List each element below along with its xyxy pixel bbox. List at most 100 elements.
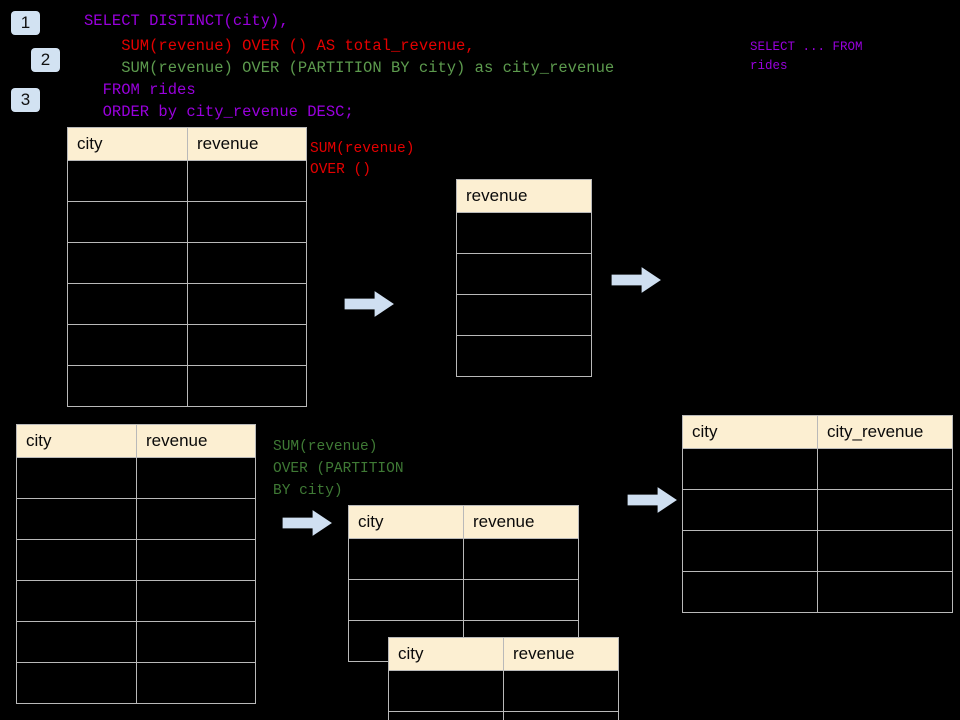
sql-line-from: FROM rides: [84, 81, 196, 99]
cell-city: [67, 324, 188, 366]
column-header-revenue: revenue: [463, 505, 579, 539]
annotation-partition-window: SUM(revenue) OVER (PARTITION BY city): [273, 439, 404, 499]
table-row: [348, 538, 579, 580]
column-header-city: city: [67, 127, 188, 161]
cell-revenue: [187, 365, 307, 407]
cell-revenue: [136, 580, 256, 622]
cell-revenue: [187, 324, 307, 366]
column-header-city: city: [682, 415, 818, 449]
table-row: [456, 335, 592, 377]
cell-revenue: [456, 335, 592, 377]
cell-revenue: [136, 457, 256, 499]
table-row: [456, 212, 592, 254]
cell-revenue: [503, 711, 619, 720]
cell-city: [16, 457, 137, 499]
cell-revenue: [463, 579, 579, 621]
table-row: [16, 580, 256, 622]
cell-city: [348, 538, 464, 580]
cell-revenue: [136, 621, 256, 663]
table-row: [388, 670, 619, 712]
cell-revenue: [187, 201, 307, 243]
column-header-revenue: revenue: [136, 424, 256, 458]
cell-city: [682, 489, 818, 531]
cell-city-revenue: [817, 448, 953, 490]
cell-revenue: [456, 294, 592, 336]
column-header-revenue: revenue: [503, 637, 619, 671]
table-row: [388, 711, 619, 720]
column-header-city-revenue: city_revenue: [817, 415, 953, 449]
table-header-row: revenue: [456, 179, 592, 213]
table-header-row: city revenue: [16, 424, 256, 458]
column-header-city: city: [16, 424, 137, 458]
sql-line-select: SELECT DISTINCT(city),: [84, 12, 289, 30]
side-note-select-from-rides: SELECT ... FROM rides: [750, 40, 863, 73]
cell-city: [67, 242, 188, 284]
cell-city-revenue: [817, 571, 953, 613]
cell-revenue: [136, 498, 256, 540]
column-header-city: city: [348, 505, 464, 539]
cell-revenue: [187, 242, 307, 284]
cell-city: [16, 621, 137, 663]
cell-city: [348, 579, 464, 621]
table-row: [16, 457, 256, 499]
arrow-total-to-result: [611, 265, 663, 295]
total-revenue-table: revenue: [456, 179, 592, 377]
arrow-source-to-partition: [282, 508, 334, 538]
table-row: [67, 283, 307, 325]
table-row: [16, 662, 256, 704]
column-header-revenue: revenue: [187, 127, 307, 161]
cell-revenue: [503, 670, 619, 712]
cell-city: [16, 498, 137, 540]
cell-revenue: [463, 538, 579, 580]
cell-revenue: [136, 539, 256, 581]
sql-line-order-by: ORDER by city_revenue DESC;: [84, 103, 354, 121]
cell-revenue: [456, 212, 592, 254]
city-revenue-result-table: city city_revenue: [682, 415, 953, 613]
column-header-city: city: [388, 637, 504, 671]
rides-source-table: city revenue: [67, 127, 307, 407]
rides-source-table-bottom: city revenue: [16, 424, 256, 704]
column-header-revenue: revenue: [456, 179, 592, 213]
sql-line-city-revenue: SUM(revenue) OVER (PARTITION BY city) as…: [84, 59, 615, 77]
table-row: [682, 448, 953, 490]
step-badge-1: 1: [11, 11, 40, 35]
cell-city-revenue: [817, 489, 953, 531]
cell-city: [682, 448, 818, 490]
table-row: [348, 579, 579, 621]
cell-city: [67, 365, 188, 407]
annotation-total-window: SUM(revenue) OVER (): [310, 141, 415, 178]
cell-city: [388, 711, 504, 720]
cell-city: [682, 571, 818, 613]
cell-city: [388, 670, 504, 712]
table-row: [16, 498, 256, 540]
cell-revenue: [136, 662, 256, 704]
table-row: [16, 539, 256, 581]
step-badge-2: 2: [31, 48, 60, 72]
cell-city: [67, 283, 188, 325]
table-header-row: city revenue: [388, 637, 619, 671]
cell-revenue: [187, 283, 307, 325]
arrow-source-to-total: [344, 289, 396, 319]
cell-city: [67, 160, 188, 202]
cell-city-revenue: [817, 530, 953, 572]
cell-city: [67, 201, 188, 243]
table-header-row: city city_revenue: [682, 415, 953, 449]
table-row: [456, 253, 592, 295]
sql-line-total-revenue: SUM(revenue) OVER () AS total_revenue,: [84, 37, 475, 55]
table-row: [67, 160, 307, 202]
partition-table-front: city revenue: [388, 637, 619, 720]
table-header-row: city revenue: [67, 127, 307, 161]
step-badge-3: 3: [11, 88, 40, 112]
table-row: [456, 294, 592, 336]
table-row: [682, 489, 953, 531]
table-row: [16, 621, 256, 663]
table-row: [67, 201, 307, 243]
table-row: [682, 571, 953, 613]
cell-city: [16, 580, 137, 622]
arrow-partition-to-result: [627, 485, 679, 515]
cell-revenue: [187, 160, 307, 202]
table-row: [67, 242, 307, 284]
table-row: [682, 530, 953, 572]
table-header-row: city revenue: [348, 505, 579, 539]
